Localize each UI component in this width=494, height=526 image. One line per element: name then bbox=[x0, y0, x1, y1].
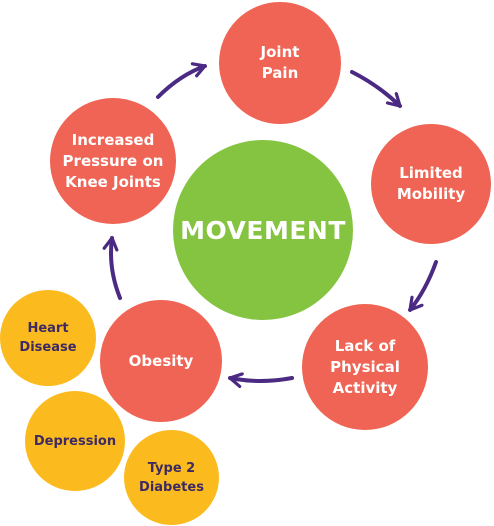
node-type-2-diabetes: Type 2 Diabetes bbox=[124, 430, 219, 525]
node-increased-pressure-knee: Increased Pressure on Knee Joints bbox=[50, 98, 176, 224]
node-joint-pain: Joint Pain bbox=[219, 2, 341, 124]
arrow-mobility-to-activity bbox=[408, 260, 438, 312]
arrow-activity-to-obesity bbox=[228, 372, 294, 389]
node-heart-disease: Heart Disease bbox=[0, 290, 96, 386]
node-depression: Depression bbox=[25, 391, 125, 491]
node-limited-mobility: Limited Mobility bbox=[371, 124, 491, 244]
node-lack-physical-activity: Lack of Physical Activity bbox=[302, 304, 428, 430]
arrow-joint-to-mobility bbox=[350, 70, 402, 108]
arrow-obesity-to-knee bbox=[102, 236, 122, 300]
node-obesity: Obesity bbox=[100, 300, 222, 422]
arrow-knee-to-joint bbox=[156, 62, 207, 99]
center-node-movement: MOVEMENT bbox=[173, 140, 353, 320]
